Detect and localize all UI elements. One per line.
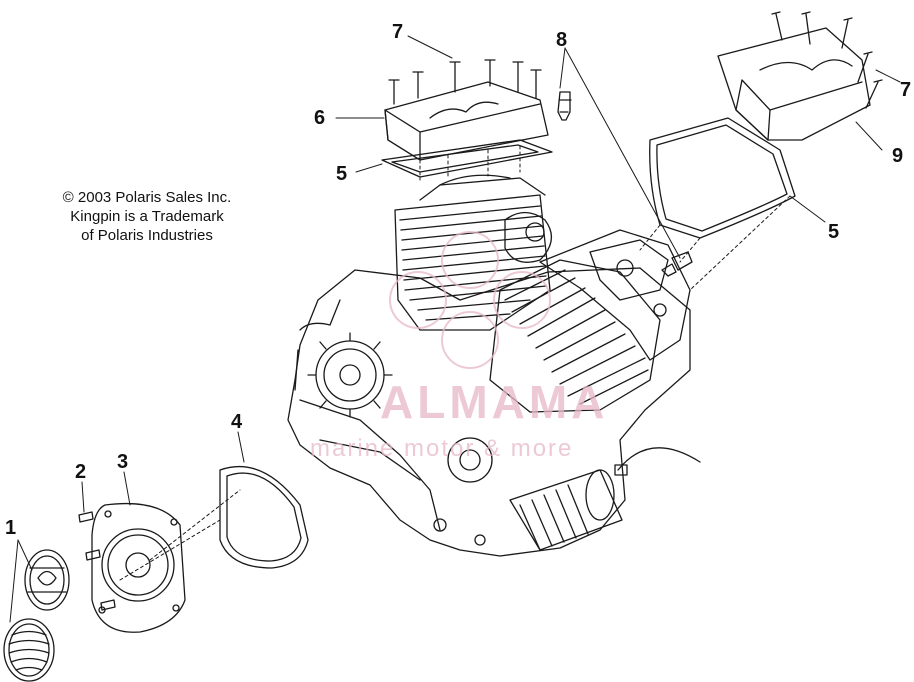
watermark: ALMAMA marine motor & more <box>310 231 608 462</box>
callout-4: 4 <box>231 411 243 433</box>
callout-5-head-gasket: 5 <box>336 163 347 185</box>
part-9-rear-rocker-cover <box>717 27 871 141</box>
watermark-brand: ALMAMA <box>380 376 608 428</box>
part-7b-bolts <box>771 11 883 109</box>
callout-7-front: 7 <box>392 21 403 43</box>
part-6-rocker-cover <box>384 81 549 161</box>
copyright-notice: © 2003 Polaris Sales Inc. Kingpin is a T… <box>52 188 242 245</box>
callout-1: 1 <box>5 517 16 539</box>
copyright-line-3: of Polaris Industries <box>81 227 213 244</box>
leader-lines <box>9 35 901 623</box>
part-4-gasket <box>219 466 309 569</box>
callout-3: 3 <box>117 451 128 473</box>
callout-9: 9 <box>892 145 903 167</box>
part-2-bolts <box>78 511 116 611</box>
part-7a-bolts <box>388 59 542 105</box>
callout-5-rocker-gasket: 5 <box>828 221 839 243</box>
copyright-line-2: Kingpin is a Trademark <box>70 208 224 225</box>
part-5a-head-gasket <box>381 139 553 178</box>
callouts: 1 2 3 4 5 5 6 7 7 8 9 <box>5 21 911 539</box>
part-3-primary-cover <box>91 502 186 633</box>
callout-6: 6 <box>314 107 325 129</box>
part-8-spark-plugs <box>557 91 693 277</box>
engine-block <box>287 174 701 557</box>
part-1-outer-cover <box>3 549 70 682</box>
watermark-tagline: marine motor & more <box>310 435 573 462</box>
callout-2: 2 <box>75 461 86 483</box>
copyright-line-1: © 2003 Polaris Sales Inc. <box>62 189 232 206</box>
callout-7-rear: 7 <box>900 79 911 101</box>
callout-8: 8 <box>556 29 567 51</box>
part-5b-rocker-gasket <box>649 117 796 239</box>
